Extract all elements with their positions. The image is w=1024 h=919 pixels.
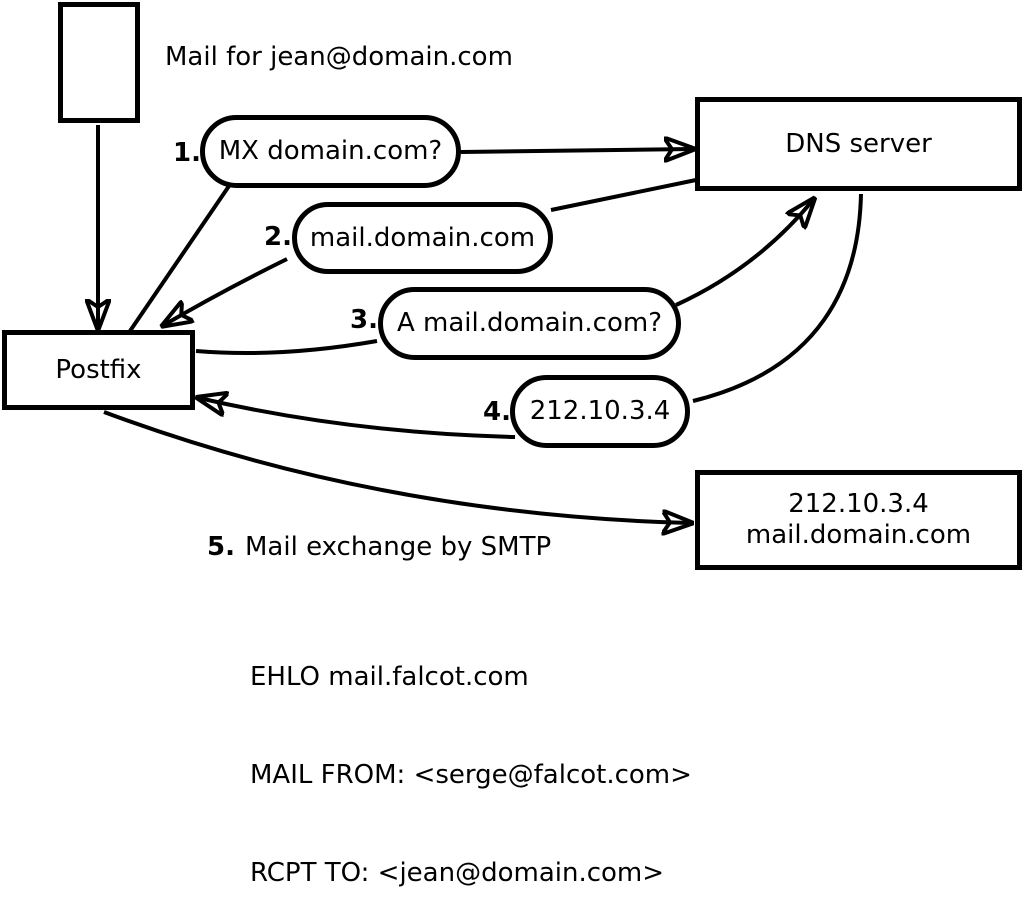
query-pill-a-record-label: A mail.domain.com?: [397, 308, 662, 338]
line-dns-to-reply2: [550, 178, 697, 212]
smtp-line: EHLO mail.falcot.com: [250, 662, 529, 693]
line-postfix-to-query1: [128, 184, 231, 333]
arrow-reply4-to-postfix: [199, 398, 516, 439]
query-pill-mx: MX domain.com?: [200, 115, 461, 188]
step-number-5: 5.: [207, 532, 235, 562]
postfix-box: Postfix: [2, 330, 195, 410]
line-postfix-to-query3: [195, 339, 378, 356]
arrow-query3-to-dns: [675, 200, 813, 307]
destination-ip: 212.10.3.4: [788, 489, 929, 519]
smtp-line: MAIL FROM: <serge@falcot.com>: [250, 759, 692, 790]
smtp-line: RCPT TO: <jean@domain.com>: [250, 857, 665, 888]
dns-server-label: DNS server: [785, 128, 932, 159]
destination-label: 212.10.3.4 mail.domain.com: [746, 489, 971, 551]
reply-pill-ip-label: 212.10.3.4: [529, 396, 671, 426]
destination-hostname: mail.domain.com: [745, 520, 972, 550]
reply-pill-mailhost-label: mail.domain.com: [309, 222, 536, 253]
reply-pill-mailhost: mail.domain.com: [292, 202, 553, 274]
dns-server-box: DNS server: [695, 97, 1022, 191]
destination-box: 212.10.3.4 mail.domain.com: [695, 470, 1022, 570]
query-pill-mx-label: MX domain.com?: [218, 136, 443, 166]
arrow-reply2-to-postfix: [164, 257, 288, 325]
smtp-transcript: EHLO mail.falcot.com MAIL FROM: <serge@f…: [250, 596, 692, 919]
reply-pill-ip: 212.10.3.4: [510, 375, 690, 448]
arrow-query1-to-dns: [460, 149, 692, 152]
arrow-postfix-to-destination: [103, 410, 690, 523]
mail-source-box: [58, 2, 140, 123]
mail-for-note: Mail for jean@domain.com: [165, 42, 513, 72]
postfix-label: Postfix: [55, 354, 142, 385]
step-number-1: 1.: [173, 138, 201, 168]
step-5-label: Mail exchange by SMTP: [245, 532, 552, 562]
step-number-3: 3.: [350, 305, 378, 335]
line-dns-to-reply4: [692, 193, 863, 403]
step-number-4: 4.: [483, 397, 511, 427]
step-number-2: 2.: [264, 222, 292, 252]
query-pill-a-record: A mail.domain.com?: [378, 287, 681, 360]
